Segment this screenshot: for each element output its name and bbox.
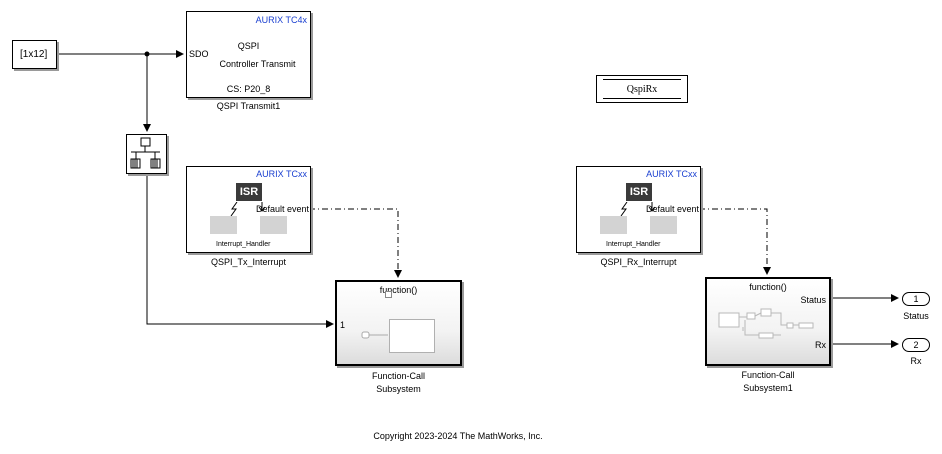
fc-subsystem1-name-2: Subsystem1: [743, 383, 793, 393]
tx-interrupt-badge: AURIX TCxx: [256, 169, 307, 179]
fc-subsystem-port-1: 1: [340, 320, 346, 330]
fc-inner-inport-icon: [361, 331, 388, 339]
fc-subsystem-name-1: Function-Call: [371, 371, 426, 381]
qspi-tx-interrupt-block[interactable]: AURIX TCxx ISR Default event Interrupt_H…: [186, 166, 311, 253]
rx-event-arrow-icon: [648, 202, 656, 212]
fc-subsystem1-port-rx: Rx: [815, 340, 826, 350]
fc-subsystem1-name-1: Function-Call: [741, 370, 795, 380]
constant-block[interactable]: [1x12]: [12, 40, 57, 69]
function-call-subsystem[interactable]: function() 1: [335, 280, 462, 366]
rx-lightning-icon: [620, 202, 628, 216]
tx-interrupt-handler: Interrupt_Handler: [216, 241, 271, 248]
tx-default-event: Default event: [256, 204, 310, 214]
qspi-transmit-cs: CS: P20_8: [226, 84, 271, 94]
constant-value: [1x12]: [20, 49, 48, 60]
outport-status[interactable]: 1: [902, 292, 930, 306]
outport-rx[interactable]: 2: [902, 338, 930, 352]
outport-rx-name: Rx: [910, 356, 922, 366]
qspirx-top-rule: [603, 79, 681, 80]
fc-subsystem-trigger: function(): [379, 285, 418, 295]
event-line-tx: [309, 208, 402, 278]
bus-selector-icon: [130, 137, 161, 169]
tx-placeholder-right: [260, 216, 287, 234]
rx-placeholder-left: [600, 216, 627, 234]
tx-placeholder-left: [210, 216, 237, 234]
tx-lightning-icon: [230, 202, 238, 216]
qspirx-label-block[interactable]: QspiRx: [596, 75, 688, 103]
fc-subsystem1-trigger: function(): [749, 282, 787, 292]
function-call-subsystem1[interactable]: function() Status Rx: [705, 277, 831, 366]
bus-selector-block[interactable]: [126, 134, 167, 174]
rx-interrupt-handler: Interrupt_Handler: [606, 241, 661, 248]
qspi-transmit-title: QSPI: [237, 41, 260, 51]
rx-interrupt-name: QSPI_Rx_Interrupt: [600, 257, 677, 267]
fc-subsystem1-port-status: Status: [800, 295, 826, 305]
qspirx-bottom-rule: [603, 98, 681, 99]
fc-trigger-port: [385, 291, 392, 298]
tx-interrupt-name: QSPI_Tx_Interrupt: [210, 257, 287, 267]
qspi-transmit-name: QSPI Transmit1: [216, 101, 281, 111]
tx-isr-icon: ISR: [236, 183, 262, 201]
qspi-transmit-block[interactable]: AURIX TC4x SDO QSPI Controller Transmit …: [186, 11, 311, 98]
qspi-transmit-port-sdo: SDO: [189, 49, 209, 59]
qspi-rx-interrupt-block[interactable]: AURIX TCxx ISR Default event Interrupt_H…: [576, 166, 701, 253]
qspi-transmit-badge: AURIX TC4x: [255, 15, 307, 25]
rx-placeholder-right: [650, 216, 677, 234]
rx-interrupt-badge: AURIX TCxx: [646, 169, 697, 179]
fc-subsystem-name-2: Subsystem: [376, 384, 421, 394]
outport-status-name: Status: [903, 311, 929, 321]
rx-isr-icon: ISR: [626, 183, 652, 201]
tx-event-arrow-icon: [258, 202, 266, 212]
qspirx-label-text: QspiRx: [626, 84, 658, 95]
fc-inner-subsystem: [389, 319, 435, 353]
signal-line-mux-to-subsystem: [146, 175, 334, 328]
copyright-text: Copyright 2023-2024 The MathWorks, Inc.: [373, 431, 543, 441]
qspi-transmit-subtitle: Controller Transmit: [219, 59, 296, 69]
fc1-inner-diagram-icon: [718, 308, 814, 339]
event-line-rx: [699, 208, 771, 275]
rx-default-event: Default event: [646, 204, 700, 214]
